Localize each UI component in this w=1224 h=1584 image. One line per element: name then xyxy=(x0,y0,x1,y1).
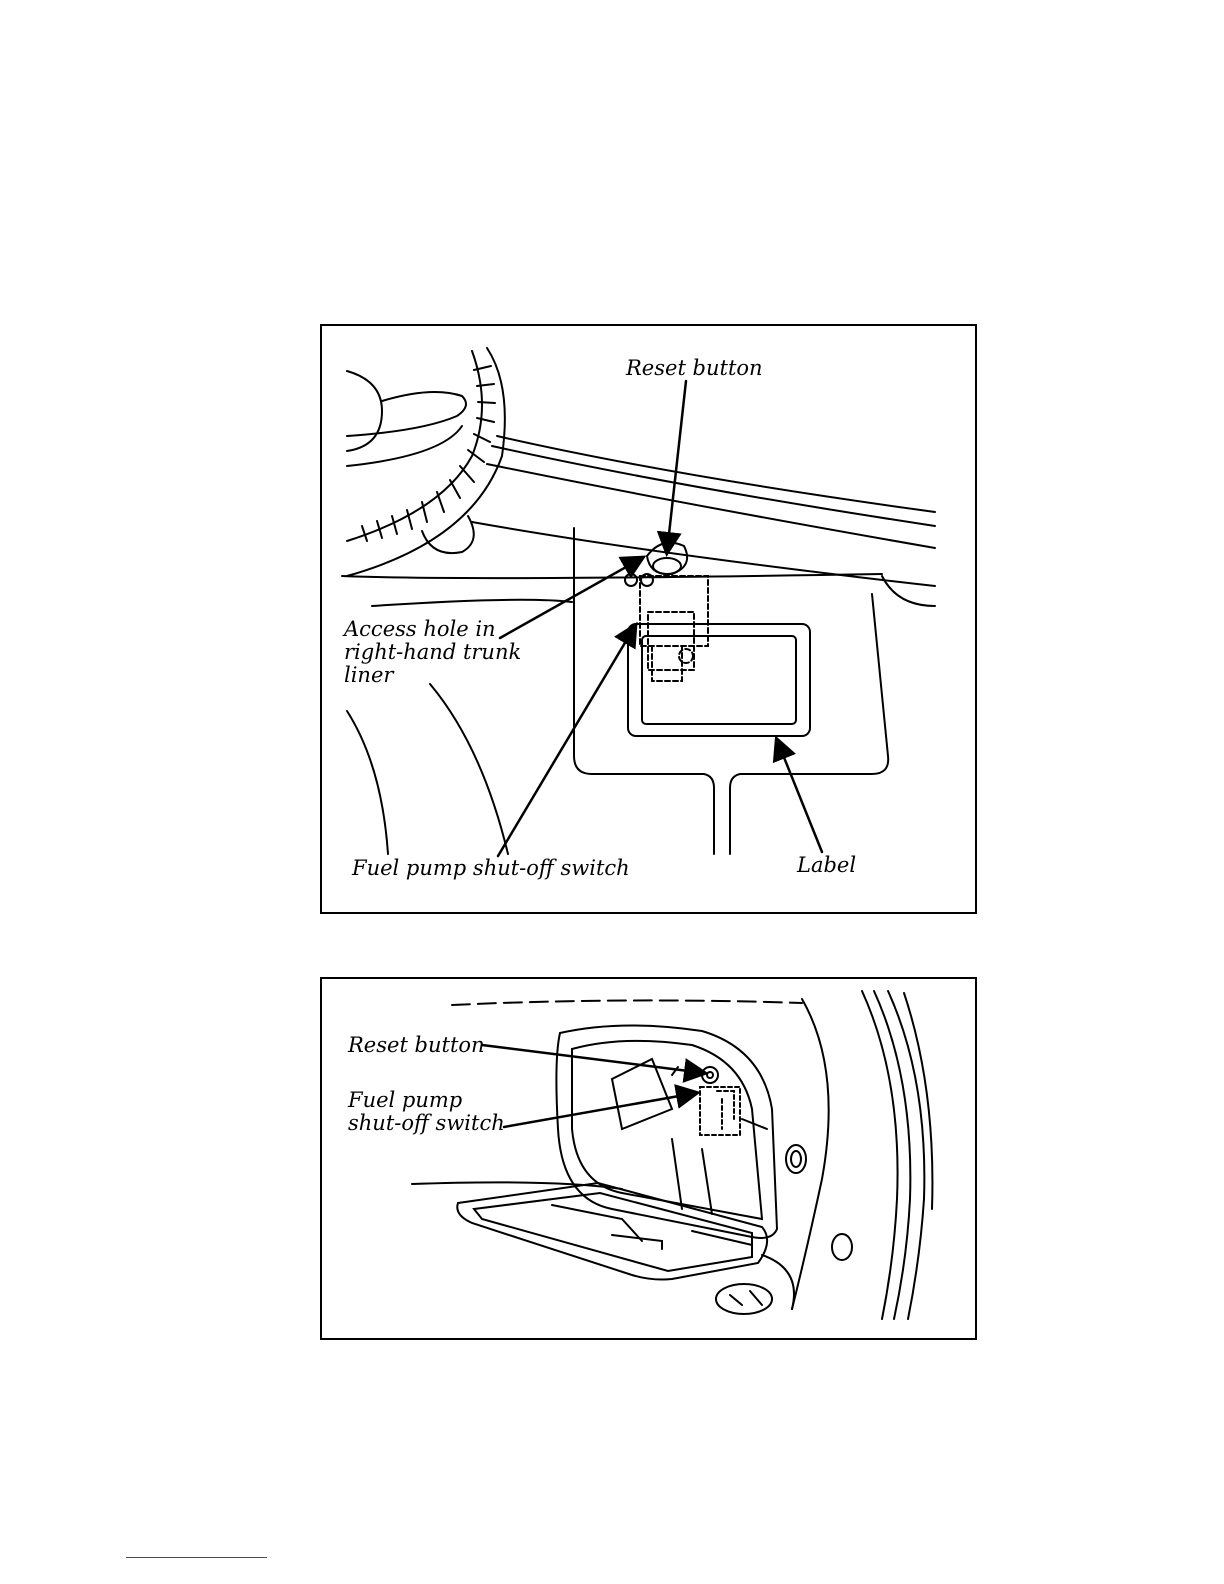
fuel-pump-switch-shape xyxy=(640,576,708,681)
spare-tire xyxy=(347,348,505,576)
trunk-edge-lines xyxy=(342,436,935,606)
fig1-access-hole-callout: Access hole in right-hand trunk liner xyxy=(344,618,521,687)
footer-rule xyxy=(126,1557,267,1558)
trunk-liner-figure: Reset button Access hole in right-hand t… xyxy=(320,324,977,914)
access-panel-figure: Reset button Fuel pump shut-off switch xyxy=(320,977,977,1340)
label-plate xyxy=(628,624,810,736)
leader-arrows xyxy=(498,381,822,856)
fig1-label-callout: Label xyxy=(797,854,856,877)
fuel-pump-switch-shape xyxy=(700,1087,740,1135)
reset-button-shape xyxy=(625,543,687,586)
fig1-fuel-pump-switch-callout: Fuel pump shut-off switch xyxy=(352,857,630,880)
fig1-reset-button-callout: Reset button xyxy=(626,357,763,380)
leader-arrows xyxy=(482,1045,704,1127)
fig2-fuel-pump-switch-callout: Fuel pump shut-off switch xyxy=(348,1089,505,1135)
fig2-reset-button-callout: Reset button xyxy=(348,1034,485,1057)
